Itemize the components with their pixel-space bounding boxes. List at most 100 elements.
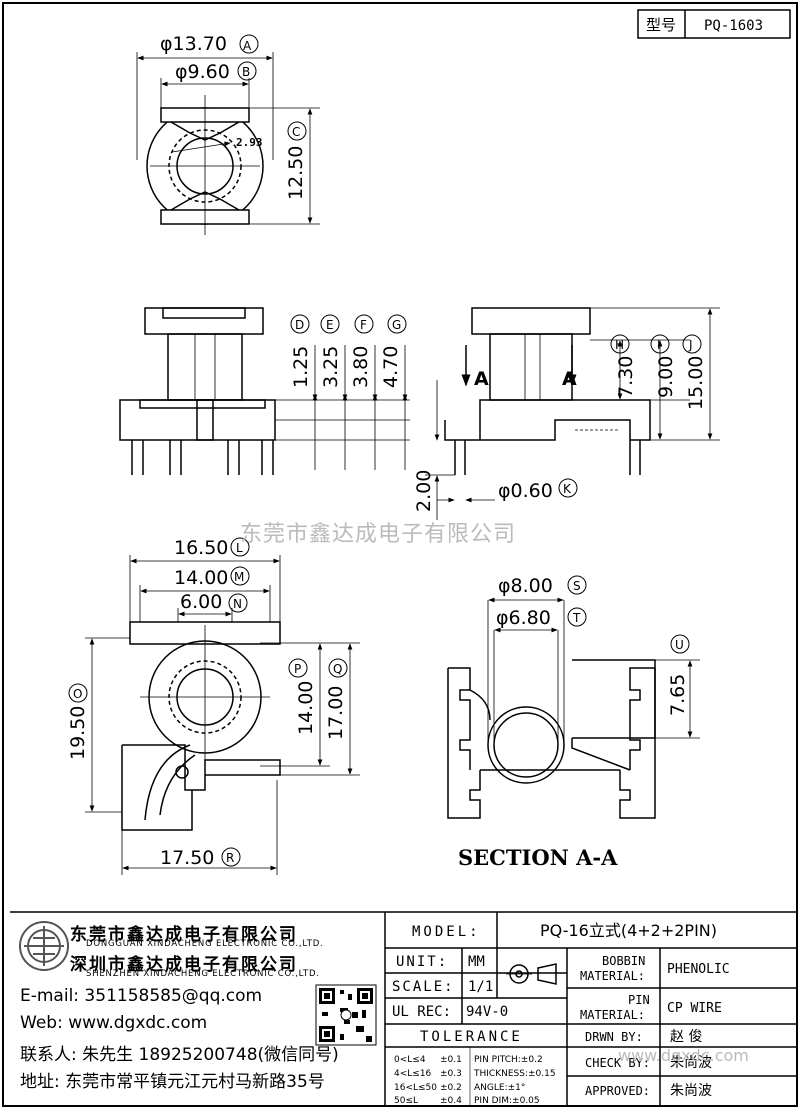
tag-o: O — [68, 683, 88, 703]
bottom-view — [85, 555, 360, 875]
dim-a: φ13.70 — [160, 33, 227, 55]
svg-text:S: S — [573, 579, 581, 593]
top-view — [136, 52, 320, 235]
tag-m: M — [230, 566, 250, 586]
unit-value: MM — [468, 954, 485, 970]
tag-n: N — [228, 593, 248, 613]
type-label: 型号 — [646, 16, 676, 34]
qr-code — [315, 984, 377, 1046]
model-header: 型号 PQ-1603 — [637, 9, 791, 39]
svg-text:G: G — [392, 318, 401, 332]
tolerance-label: TOLERANCE — [420, 1029, 523, 1045]
pin-label-1: PIN — [628, 993, 650, 1007]
section-view — [447, 597, 700, 819]
tol-row-3-range: 16<L≤50 — [394, 1083, 437, 1093]
svg-text:K: K — [563, 482, 572, 496]
dim-f: 3.80 — [350, 346, 372, 388]
pin-value: CP WIRE — [667, 1001, 722, 1016]
bobbin-value: PHENOLIC — [667, 962, 730, 977]
svg-text:I: I — [657, 338, 661, 352]
type-value: PQ-1603 — [704, 18, 763, 34]
dim-i: 9.00 — [655, 356, 677, 398]
tag-p: P — [288, 658, 308, 678]
drawn-label: DRWN BY: — [585, 1030, 643, 1044]
svg-text:C: C — [292, 125, 300, 139]
tol-row-2-range: 4<L≤16 — [394, 1069, 432, 1079]
tag-l: L — [230, 537, 250, 557]
watermark: 东莞市鑫达成电子有限公司 — [240, 522, 517, 547]
svg-text:D: D — [295, 318, 304, 332]
svg-text:H: H — [615, 338, 624, 352]
section-mark-left: A — [474, 368, 489, 390]
tol-row-1-note: PIN PITCH:±0.2 — [474, 1055, 543, 1065]
model-value: PQ-16立式(4+2+2PIN) — [540, 921, 717, 940]
svg-text:T: T — [572, 611, 581, 625]
approved-value: 朱尚波 — [670, 1083, 712, 1099]
dim-t: φ6.80 — [496, 607, 551, 629]
pin-label-2: MATERIAL: — [580, 1008, 645, 1022]
dim-pin: 2.00 — [413, 470, 435, 512]
tag-g: G — [387, 314, 407, 334]
svg-text:N: N — [233, 597, 242, 611]
svg-text:J: J — [688, 338, 693, 352]
watermark-site: www.dgxdc.com — [618, 1046, 749, 1065]
svg-text:Q: Q — [333, 662, 342, 676]
approved-label: APPROVED: — [585, 1084, 650, 1098]
check-label: CHECK BY: — [585, 1056, 650, 1070]
tol-row-2-value: ±0.3 — [440, 1069, 462, 1079]
bobbin-label-2: MATERIAL: — [580, 969, 645, 983]
tag-c: C — [287, 121, 307, 141]
dim-q: 17.00 — [325, 686, 347, 740]
contact-web: Web: www.dgxdc.com — [20, 1013, 208, 1033]
dim-g: 4.70 — [380, 346, 402, 388]
tol-row-1-value: ±0.1 — [440, 1055, 462, 1065]
tag-k: K — [558, 478, 578, 498]
tag-t: T — [567, 607, 587, 627]
company-name-dongguan: 东莞市鑫达成电子有限公司 — [70, 925, 298, 945]
dim-c: 12.50 — [285, 146, 307, 200]
front-view — [119, 307, 410, 475]
svg-text:P: P — [294, 662, 301, 676]
dim-j: 15.00 — [685, 356, 707, 410]
svg-text:E: E — [326, 318, 334, 332]
company-logo — [19, 921, 69, 971]
dim-small: 2.93 — [236, 136, 263, 149]
model-label: MODEL: — [412, 924, 481, 940]
svg-text:O: O — [73, 687, 82, 701]
scale-label: SCALE: — [392, 979, 455, 995]
svg-text:R: R — [226, 851, 234, 865]
contact-person: 联系人: 朱先生 18925200748(微信同号) — [20, 1045, 339, 1065]
company-name-shenzhen-en: SHENZHEN XINDACHENG ELECTRONIC CO.,LTD. — [86, 969, 320, 979]
ulrec-label: UL REC: — [392, 1004, 451, 1020]
contact-address: 地址: 东莞市常平镇元江元村马新路35号 — [20, 1072, 325, 1092]
dim-d: 1.25 — [290, 346, 312, 388]
tag-u: U — [670, 634, 690, 654]
side-view — [425, 307, 720, 520]
tag-j: J — [682, 334, 702, 354]
tol-row-1-range: 0<L≤4 — [394, 1055, 426, 1065]
svg-text:U: U — [675, 638, 684, 652]
title-block — [10, 911, 797, 1106]
dim-u: 7.65 — [667, 674, 689, 716]
dim-r: 17.50 — [160, 847, 214, 869]
tag-q: Q — [328, 658, 348, 678]
dim-b: φ9.60 — [175, 61, 230, 83]
svg-text:F: F — [360, 318, 367, 332]
contact-email: E-mail: 351158585@qq.com — [20, 986, 263, 1006]
tag-i: I — [650, 334, 670, 354]
ulrec-value: 94V-0 — [466, 1004, 508, 1020]
dim-s: φ8.00 — [498, 575, 553, 597]
check-value: 朱尚波 — [670, 1055, 712, 1071]
dim-l: 16.50 — [174, 537, 228, 559]
company-name-shenzhen: 深圳市鑫达成电子有限公司 — [70, 955, 298, 975]
svg-text:L: L — [236, 541, 243, 555]
dim-o: 19.50 — [67, 706, 89, 760]
dim-h: 7.30 — [615, 356, 637, 398]
tag-s: S — [567, 575, 587, 595]
tol-row-3-value: ±0.2 — [440, 1083, 462, 1093]
tol-row-4-value: ±0.4 — [440, 1096, 462, 1106]
drawn-value: 赵 俊 — [670, 1029, 702, 1045]
tag-d: D — [290, 314, 310, 334]
